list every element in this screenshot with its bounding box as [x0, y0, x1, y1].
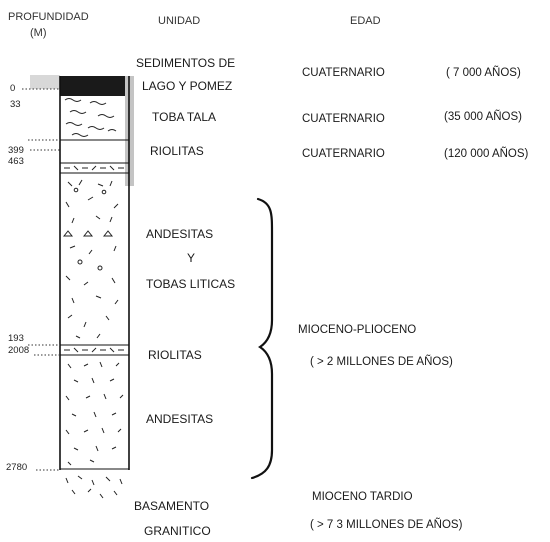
depth-33: 33 [10, 100, 21, 110]
surface-shading [30, 75, 60, 89]
mioceno-plioceno-brace [252, 199, 272, 478]
unit-andesitas-tobas-line1: ANDESITAS [146, 228, 213, 240]
andesite-lower-pattern [66, 362, 123, 465]
age-mioceno-tardio-value: ( > 7 3 MILLONES DE AÑOS) [310, 520, 462, 532]
depth-463: 463 [8, 157, 24, 167]
depth-2008: 2008 [8, 346, 29, 356]
age-cuaternario-3: CUATERNARIO [302, 149, 385, 161]
age-value-3: (120 000 AÑOS) [444, 149, 528, 161]
unit-andesitas-tobas-line2: Y [187, 252, 195, 264]
depth-0: 0 [10, 84, 15, 94]
age-mioceno-plioceno: MIOCENO-PLIOCENO [298, 325, 416, 337]
depth-193: 193 [8, 334, 24, 344]
unit-basamento-line2: GRANITICO [144, 525, 211, 537]
age-value-1: ( 7 000 AÑOS) [446, 68, 521, 80]
age-cuaternario-1: CUATERNARIO [302, 68, 385, 80]
depth-399: 399 [8, 146, 24, 156]
unit-toba-tala: TOBA TALA [152, 111, 216, 123]
age-value-2: (35 000 AÑOS) [444, 112, 522, 124]
andesite-tuff-pattern [64, 180, 118, 338]
sediment-top-band [60, 76, 134, 96]
riolitas-upper-pattern [64, 166, 124, 170]
unit-andesitas-tobas-line3: TOBAS LITICAS [146, 278, 235, 290]
unit-basamento-line1: BASAMENTO [134, 500, 209, 512]
riolitas-lower-pattern [64, 348, 124, 352]
age-mioceno-plioceno-value: ( > 2 MILLONES DE AÑOS) [310, 357, 453, 369]
unit-riolitas-lower: RIOLITAS [148, 349, 202, 361]
depth-2780: 2780 [6, 463, 27, 473]
age-cuaternario-2: CUATERNARIO [302, 114, 385, 126]
sediment-pattern [65, 99, 116, 137]
unit-riolitas-upper: RIOLITAS [150, 145, 204, 157]
unit-sedimentos-line2: LAGO Y POMEZ [142, 80, 232, 92]
basement-pattern [66, 476, 122, 498]
unit-sedimentos-line1: SEDIMENTOS DE [136, 57, 235, 69]
depth-leaders [22, 89, 60, 470]
age-mioceno-tardio: MIOCENO TARDIO [312, 492, 413, 504]
unit-andesitas-lower: ANDESITAS [146, 413, 213, 425]
